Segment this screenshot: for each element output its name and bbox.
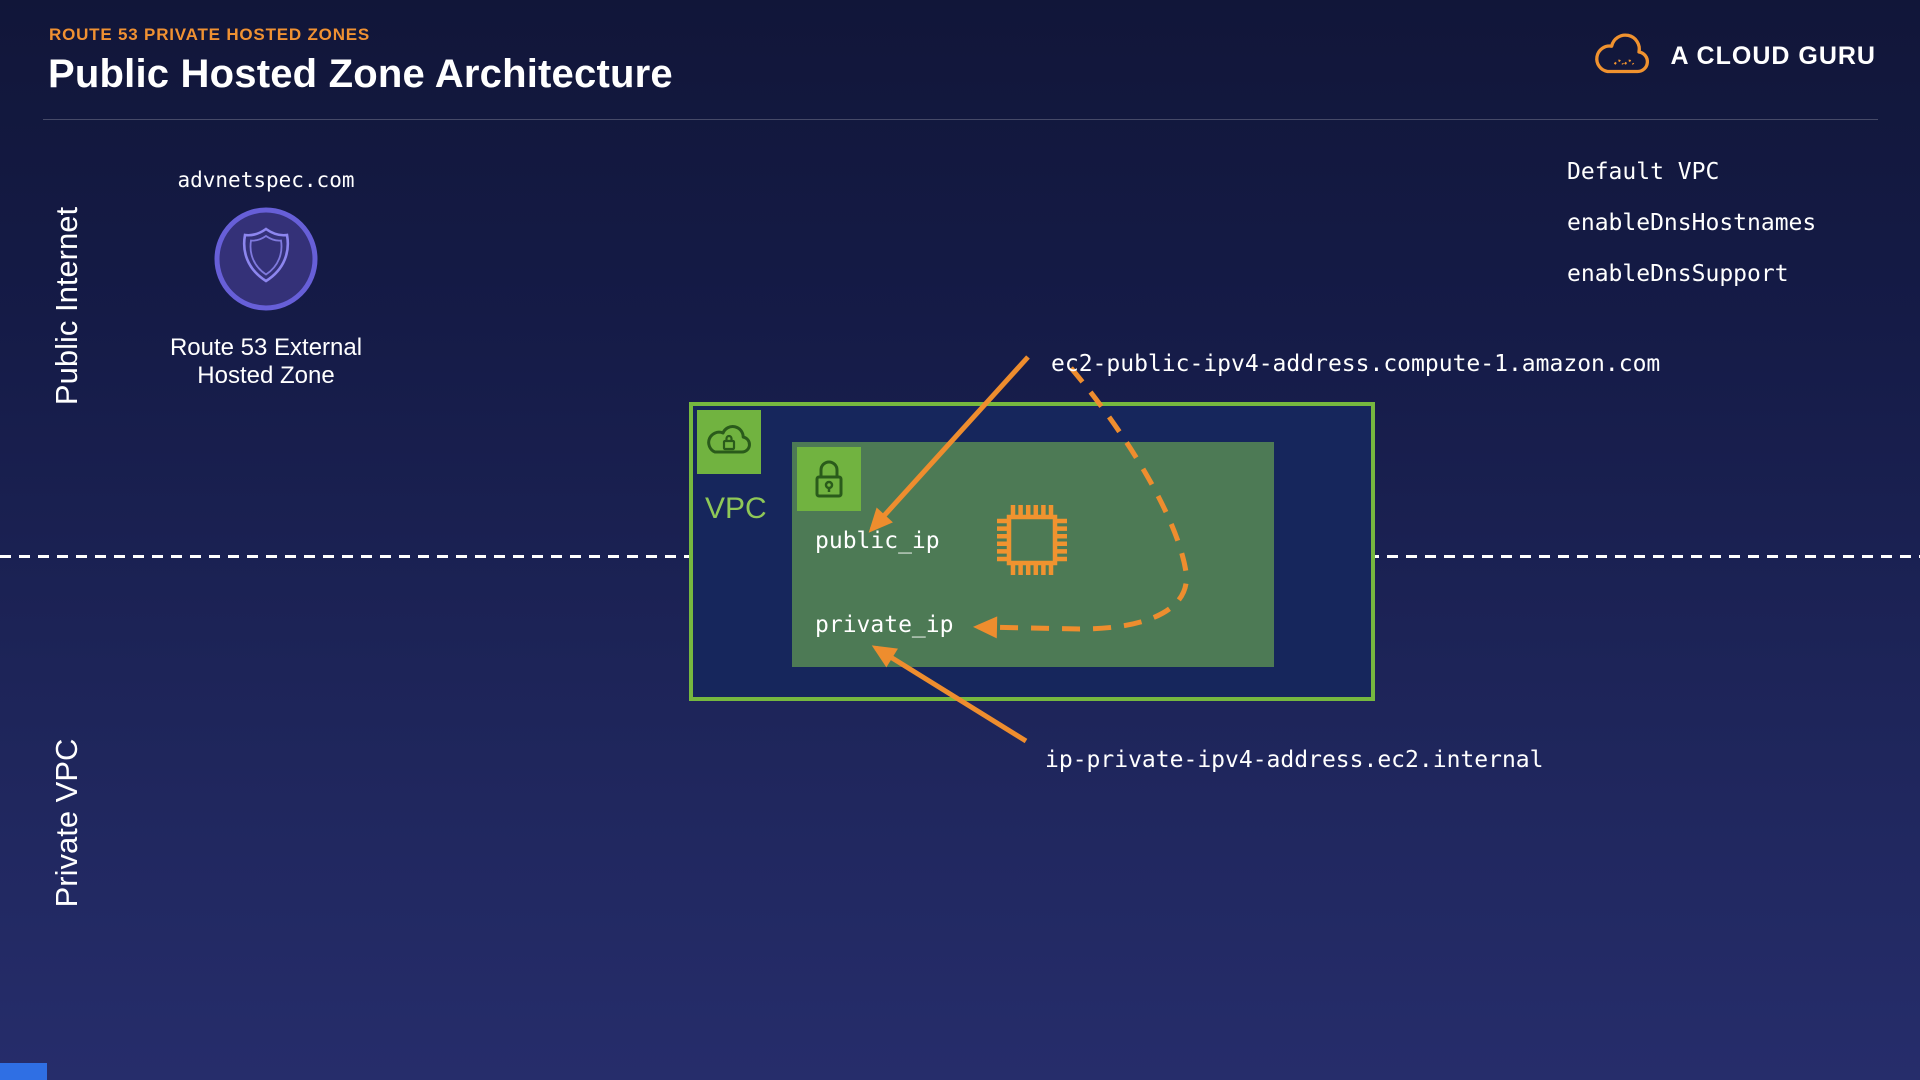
brand: A CLOUD GURU	[1590, 32, 1876, 80]
vpc-container: VPC public_ip private_ip	[689, 402, 1375, 701]
vpc-config-line: Default VPC	[1567, 159, 1720, 185]
header-divider	[43, 119, 1878, 120]
vpc-config-line: enableDnsHostnames	[1567, 210, 1817, 236]
route53-caption: Route 53 External Hosted Zone	[169, 334, 363, 390]
vpc-config-line: enableDnsSupport	[1567, 261, 1789, 287]
brand-name: A CLOUD GURU	[1670, 41, 1876, 70]
subnet-lock-icon	[797, 447, 861, 511]
vpc-cloud-icon	[697, 410, 761, 474]
public-dns-annotation: ec2-public-ipv4-address.compute-1.amazon…	[1051, 351, 1661, 377]
eyebrow: ROUTE 53 PRIVATE HOSTED ZONES	[49, 25, 371, 44]
private-ip-label: private_ip	[815, 612, 954, 638]
public-internet-label: Public Internet	[49, 206, 84, 406]
page-title: Public Hosted Zone Architecture	[48, 52, 673, 96]
public-ip-label: public_ip	[815, 528, 940, 554]
route53-shield-icon	[212, 205, 320, 313]
private-vpc-label: Private VPC	[49, 738, 84, 908]
route53-domain-label: advnetspec.com	[177, 168, 355, 192]
vpc-label: VPC	[705, 492, 767, 525]
bottom-left-accent	[0, 1063, 47, 1080]
vpc-config-list: Default VPC enableDnsHostnames enableDns…	[1567, 147, 1816, 300]
private-dns-annotation: ip-private-ipv4-address.ec2.internal	[1045, 747, 1544, 773]
security-group-box: public_ip private_ip	[792, 442, 1274, 667]
ec2-chip-icon	[982, 490, 1082, 590]
cloud-logo-icon	[1590, 32, 1656, 80]
